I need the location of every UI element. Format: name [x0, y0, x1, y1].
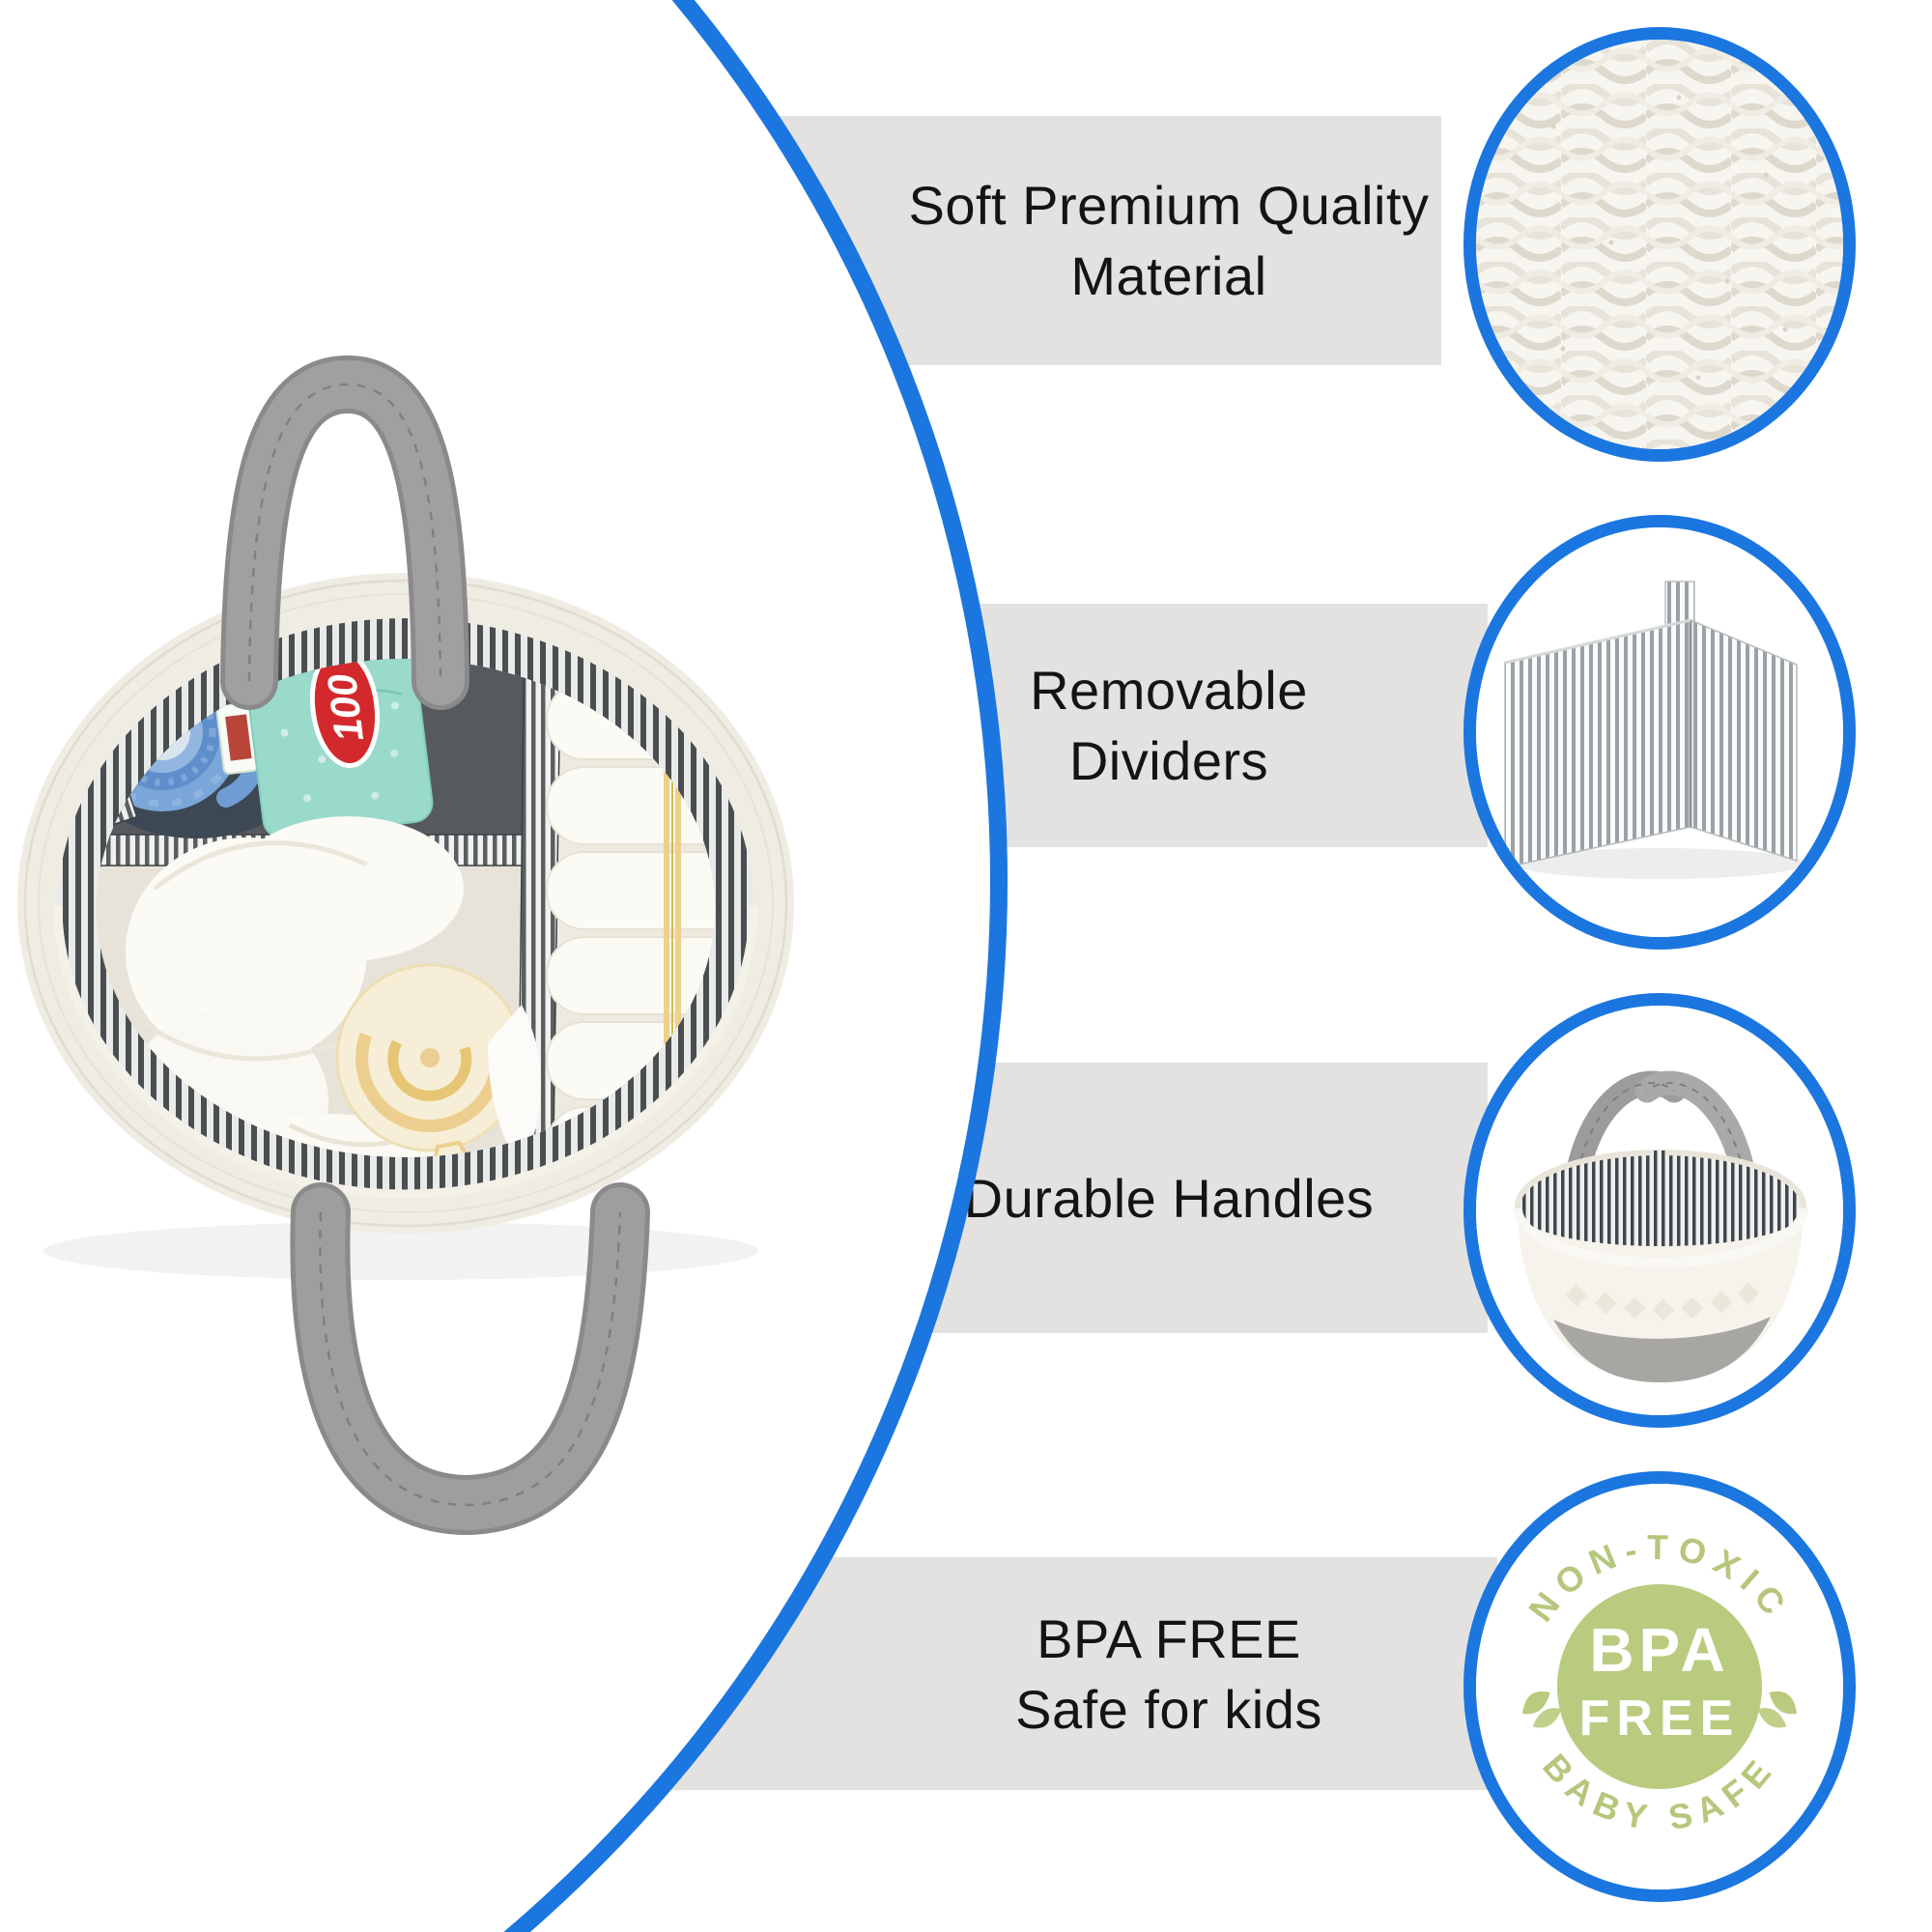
bpa-free-badge: BPA FREE NON-TOXIC BABY SAFE	[1476, 1484, 1843, 1889]
wipes-pack: 100	[210, 659, 434, 839]
basket-shadow	[43, 1222, 758, 1280]
wipes-count-label: 100	[309, 659, 381, 769]
svg-text:100: 100	[319, 671, 372, 744]
bottom-handle	[290, 1182, 650, 1536]
feature-image-dividers	[1463, 515, 1856, 950]
badge-green-circle	[1557, 1584, 1762, 1789]
striped-dividers-image	[1476, 527, 1843, 937]
feature-label: Soft Premium Quality Material	[908, 175, 1430, 306]
leaf-icon	[1522, 1690, 1797, 1728]
badge-center-text-1: BPA	[1589, 1615, 1729, 1685]
feature-image-material	[1463, 27, 1856, 462]
feature-label: Removable Dividers	[1030, 660, 1308, 791]
feature-image-handles	[1463, 993, 1856, 1428]
badge-center-text-2: FREE	[1579, 1690, 1741, 1747]
gray-rope-bottom	[1553, 1317, 1771, 1382]
product-photo-diaper-caddy: 100	[0, 270, 831, 1555]
feature-label: BPA FREE Safe for kids	[1015, 1607, 1322, 1740]
top-handle	[220, 355, 469, 710]
feature-label: Durable Handles	[963, 1167, 1375, 1229]
feature-image-bpa-badge: BPA FREE NON-TOXIC BABY SAFE	[1463, 1471, 1856, 1902]
rolled-towel	[335, 963, 525, 1157]
rope-texture-image	[1476, 40, 1843, 449]
rope-basket-image	[1476, 1006, 1843, 1415]
diaper-caddy-illustration: 100	[17, 355, 794, 1536]
